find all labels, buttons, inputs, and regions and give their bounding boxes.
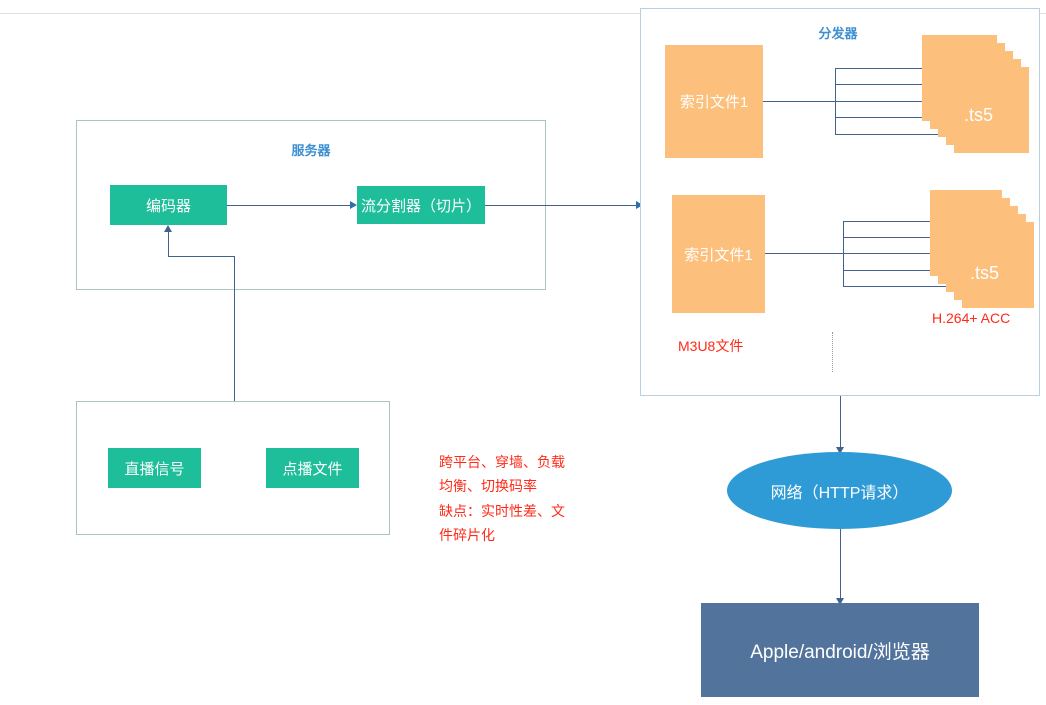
ts-segment-label-1: .ts5: [964, 105, 994, 125]
note-drawbacks: 缺点：实时性差、文 件碎片化: [439, 503, 565, 543]
annotation-m3u8: M3U8文件: [678, 338, 744, 354]
node-clients[interactable]: Apple/android/浏览器: [701, 603, 979, 697]
connector-source-up: [234, 256, 235, 401]
distributor-group-title: 分发器: [818, 26, 858, 41]
connector-fan-row-1: [835, 68, 972, 135]
note-advantages: 跨平台、穿墙、负载 均衡、切换码率: [439, 454, 565, 494]
connector-segmenter-to-distributor: [485, 205, 640, 206]
more-rows-indicator: [832, 332, 834, 372]
node-vod-file[interactable]: 点播文件: [266, 448, 359, 488]
lead-line-row-1: [763, 101, 835, 102]
annotation-codec: H.264+ ACC: [932, 310, 1011, 326]
arrowhead-to-network: [835, 447, 844, 454]
arrowhead-to-encoder: [163, 225, 172, 232]
connector-source-to-encoder: [168, 232, 169, 256]
node-live-signal[interactable]: 直播信号: [108, 448, 201, 488]
ts-segment-label-2: .ts5: [970, 263, 1000, 283]
top-divider: [0, 13, 1046, 14]
ts-segment-stack-2[interactable]: .ts5: [930, 190, 1040, 315]
node-stream-segmenter[interactable]: 流分割器（切片）: [357, 186, 485, 224]
connector-fan-row-2: [843, 221, 973, 287]
arrowhead-to-segmenter: [350, 200, 357, 209]
server-group-title: 服务器: [291, 143, 331, 158]
arrowhead-to-distributor: [636, 200, 643, 209]
arrowhead-to-clients: [835, 598, 844, 605]
connector-network-to-clients: [840, 529, 841, 601]
connector-source-left: [168, 256, 235, 257]
index-file-1[interactable]: 索引文件1: [665, 45, 763, 158]
node-network[interactable]: 网络（HTTP请求）: [727, 452, 952, 529]
lead-line-row-2: [765, 253, 843, 254]
node-encoder[interactable]: 编码器: [110, 185, 227, 225]
index-file-2[interactable]: 索引文件1: [672, 195, 765, 313]
connector-distributor-to-network: [840, 396, 841, 449]
connector-encoder-to-segmenter: [227, 205, 350, 206]
ts-segment-stack-1[interactable]: .ts5: [922, 35, 1032, 155]
